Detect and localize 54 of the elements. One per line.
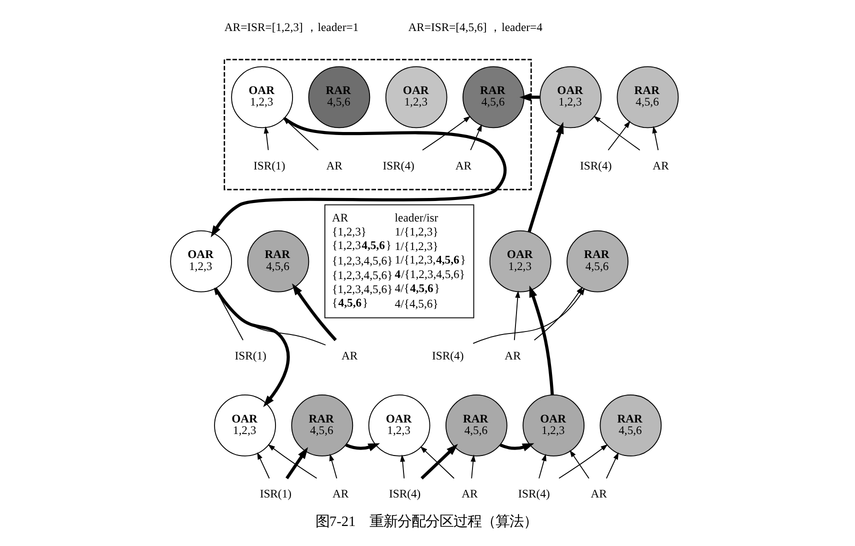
node-circle: OAR 1,2,3 <box>488 230 551 292</box>
node-text: AR <box>454 159 472 172</box>
node-text: AR <box>590 488 606 501</box>
node-circle: RAR 4,5,6 <box>566 230 628 292</box>
arrow <box>527 122 564 232</box>
node-circle: OAR 1,2,3 <box>384 66 447 128</box>
node-text: AR <box>340 349 358 362</box>
arrow <box>267 444 317 479</box>
arrow <box>422 116 470 151</box>
node-circle: OAR 1,2,3 <box>170 230 232 292</box>
arrow <box>344 443 380 452</box>
arrow <box>607 120 630 151</box>
node-text: ISR(4) <box>382 159 414 172</box>
label: AR=ISR=[4,5,6] ，leader=4 <box>408 21 542 34</box>
arrow <box>499 443 534 452</box>
arrow <box>558 444 608 479</box>
arrow <box>538 454 546 479</box>
node-box: AR leader/isr {1,2,3} 1/{1,2,3} {1,2,34,5,6} 1/{1,2,3} {1,2,3,4,5,6} 1/{1,2,3,4,5,6} {1,2,3,4,5,6} 4/{1,2,3,4,5,6} {1,2,3,4,5,6} 4/{4,5,6} {4,5,6} 4/{4,5,6} <box>324 204 474 318</box>
arrow <box>533 286 582 341</box>
caption: 图7-21 重新分配分区过程（算法） <box>314 514 538 530</box>
arrow <box>470 454 476 479</box>
arrow <box>569 450 589 479</box>
arrow <box>518 93 540 102</box>
label: AR=ISR=[1,2,3] ，leader=1 <box>224 21 358 34</box>
arrow <box>605 452 618 479</box>
node-text: AR <box>332 488 348 501</box>
node-text: AR <box>326 159 342 172</box>
arrow <box>328 454 337 479</box>
node-text: ISR(1) <box>253 159 285 172</box>
arrow <box>470 124 482 151</box>
node-text: ISR(1) <box>234 349 266 362</box>
arrow <box>513 290 520 341</box>
arrow <box>285 447 308 480</box>
node-circle: RAR 4,5,6 <box>290 394 353 456</box>
arrow <box>263 126 268 151</box>
arrow <box>652 126 658 151</box>
arrow <box>292 283 336 342</box>
node-text: AR <box>652 159 668 172</box>
arrow <box>400 454 405 479</box>
node-text: ISR(4) <box>580 159 612 172</box>
arrow <box>528 286 554 395</box>
arrow <box>256 452 270 479</box>
node-text: AR <box>504 349 520 362</box>
arrow <box>593 116 640 151</box>
node-text: AR <box>461 488 478 501</box>
node-circle: RAR 4,5,6 <box>246 230 309 292</box>
node-text: ISR(4) <box>518 488 550 501</box>
node-circle: RAR 4,5,6 <box>308 66 370 128</box>
node-circle: OAR 1,2,3 <box>230 66 293 128</box>
node-text: ISR(1) <box>259 488 292 501</box>
node-text: ISR(4) <box>388 488 420 501</box>
arrow <box>282 117 318 151</box>
node-text: ISR(4) <box>432 349 464 362</box>
arrow <box>210 117 506 238</box>
